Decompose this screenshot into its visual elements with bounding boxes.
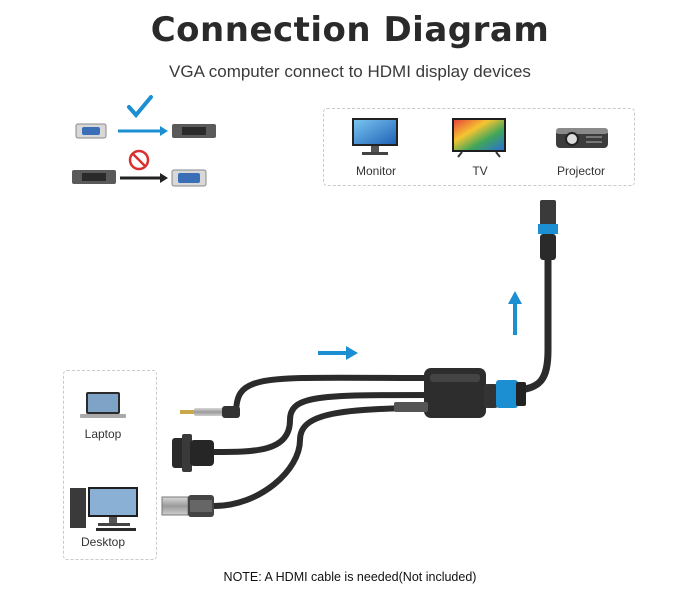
source-devices-box [63,370,157,560]
monitor-icon [352,118,398,155]
hdmi-port-icon [72,170,116,184]
projector-icon [556,128,608,148]
hdmi-plug-adapter [496,380,526,408]
display-label-tv: TV [472,164,488,178]
display-label-projector: Projector [556,164,606,178]
source-label-desktop: Desktop [80,535,126,549]
page-title: Connection Diagram [150,10,550,50]
page-subtitle: VGA computer connect to HDMI display dev… [169,62,531,81]
source-label-laptop: Laptop [84,427,122,441]
direction-legend [72,95,216,187]
hdmi-plug-top [538,200,558,260]
check-icon [127,95,153,119]
footer-note: NOTE: A HDMI cable is needed(Not include… [223,570,477,584]
desktop-icon [70,487,138,531]
display-devices-box [323,108,635,186]
arrow-right-icon [318,346,358,360]
vga-port-icon [171,169,207,187]
prohibited-icon [128,149,150,171]
display-label-monitor: Monitor [355,164,396,178]
vga-port-icon [75,123,107,139]
tv-icon [452,118,506,158]
usb-connector [161,495,214,517]
arrow-right-icon [118,126,168,136]
hdmi-port-icon [172,124,216,138]
adapter-box [394,368,498,418]
arrow-right-icon [120,173,168,183]
audio-jack [180,406,240,418]
arrow-up-icon [508,291,522,335]
laptop-icon [80,392,126,418]
vga-connector [172,434,214,472]
